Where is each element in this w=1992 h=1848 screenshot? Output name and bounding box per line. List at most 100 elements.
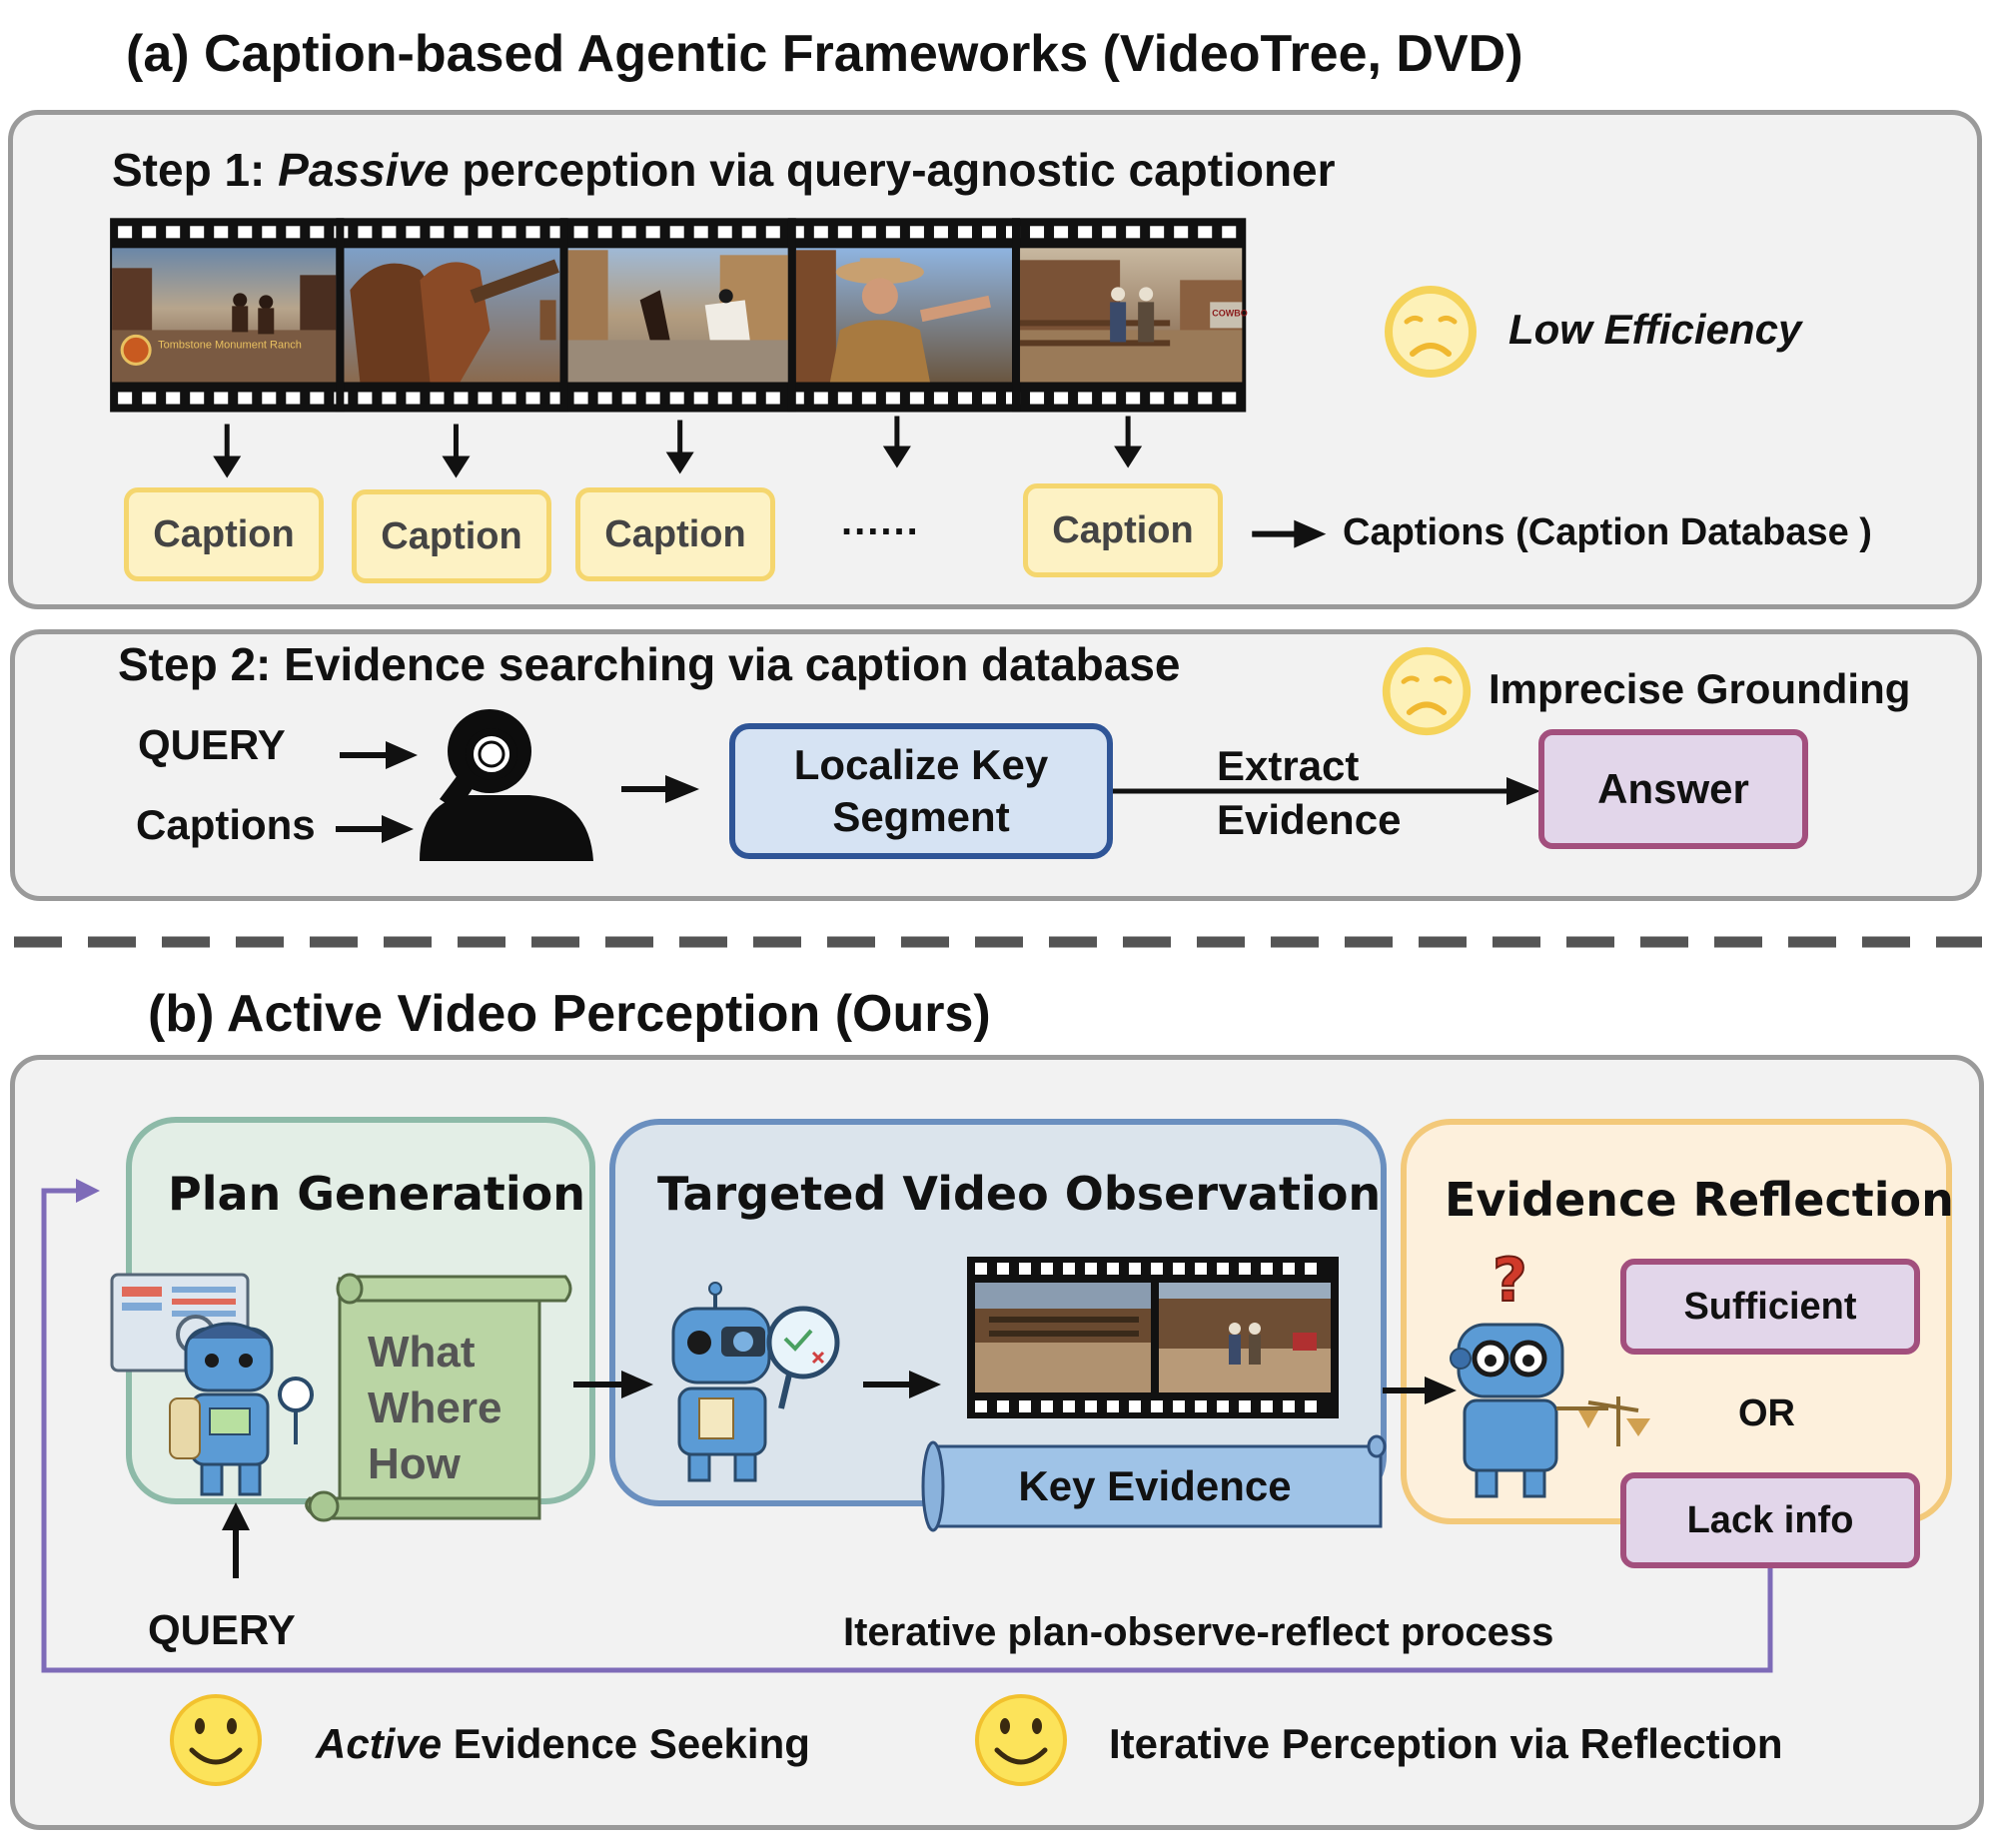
low-efficiency-label: Low Efficiency (1508, 306, 1802, 353)
part-a-title: (a) Caption-based Agentic Frameworks (Vi… (126, 25, 1523, 83)
film-sprockets (118, 226, 1237, 405)
film-sprocket-hole (837, 226, 852, 239)
film-sprocket-hole (1151, 1400, 1163, 1412)
film-sprocket-hole (1126, 392, 1141, 405)
film-sprocket-hole (1019, 1400, 1031, 1412)
film-sprocket-hole (1102, 392, 1117, 405)
film-sprocket-hole (454, 392, 469, 405)
film-sprocket-hole (1054, 392, 1069, 405)
film-sprocket-hole (430, 226, 445, 239)
frame-1: Tombstone Monument Ranch (112, 248, 337, 383)
step2-title: Step 2: Evidence searching via caption d… (118, 638, 1181, 690)
query-up-arrow (222, 1502, 250, 1578)
film-sprocket-hole (621, 392, 636, 405)
film-sprocket-hole (142, 226, 157, 239)
film-sprocket-hole (1198, 392, 1213, 405)
film-sprocket-hole (597, 392, 612, 405)
film-sprocket-hole (1261, 1263, 1273, 1275)
frame-5: COWBO (1020, 248, 1248, 383)
film-sprocket-hole (382, 392, 397, 405)
film-sprocket-hole (957, 226, 972, 239)
film-sprocket-hole (693, 226, 708, 239)
film-sprocket-hole (1054, 226, 1069, 239)
film-sprocket-hole (621, 226, 636, 239)
film-sprocket-hole (981, 226, 996, 239)
film-sprocket-hole (166, 392, 181, 405)
film-sprocket-hole (358, 392, 373, 405)
localize-line-2: Segment (832, 793, 1010, 840)
film-sprocket-hole (1239, 1400, 1251, 1412)
extract-line-1: Extract (1217, 742, 1360, 789)
benefit-1-italic: Active (316, 1720, 443, 1767)
film-sprocket-hole (1174, 392, 1189, 405)
film-sprocket-hole (262, 392, 277, 405)
film-sprocket-hole (1173, 1263, 1185, 1275)
film-sprocket-hole (1195, 1263, 1207, 1275)
key-evidence-label: Key Evidence (1018, 1462, 1292, 1509)
film-sprocket-hole (1019, 1263, 1031, 1275)
down-arrows (213, 416, 1143, 478)
database-arrow (1252, 519, 1327, 548)
film-sprocket-hole (1305, 1400, 1317, 1412)
film-sprocket-hole (454, 226, 469, 239)
film-sprocket-hole (1283, 1263, 1295, 1275)
key-evidence-scroll-icon (921, 1434, 1387, 1532)
benefit-active-seeking: Active Evidence Seeking (316, 1720, 810, 1768)
film-sprocket-hole (741, 392, 756, 405)
key-evidence-film-strip (967, 1257, 1339, 1418)
film-sprocket-hole (1198, 226, 1213, 239)
or-label: OR (1738, 1392, 1795, 1434)
plan-generation-title: Plan Generation (168, 1167, 586, 1221)
film-sprocket-hole (861, 392, 876, 405)
film-sprocket-hole (1261, 1400, 1273, 1412)
film-sprocket-hole (118, 226, 133, 239)
film-sprocket-hole (1129, 1400, 1141, 1412)
film-sprocket-hole (1102, 226, 1117, 239)
film-sprocket-hole (837, 392, 852, 405)
scroll-where: Where (368, 1384, 502, 1432)
film-sprocket-hole (717, 392, 732, 405)
step1-title: Step 1: Passive perception via query-agn… (112, 143, 1336, 197)
section-divider (14, 936, 1982, 948)
caption-ellipsis: ...... (841, 499, 920, 543)
film-sprocket-hole (238, 392, 253, 405)
film-sprocket-hole (975, 1263, 987, 1275)
film-sprocket-hole (1222, 392, 1237, 405)
film-sprocket-hole (1151, 1263, 1163, 1275)
film-sprocket-hole (669, 226, 684, 239)
frame-3 (567, 248, 788, 383)
film-sprocket-hole (501, 226, 516, 239)
film-sprocket-hole (238, 226, 253, 239)
film-sprocket-hole (1305, 1263, 1317, 1275)
film-sprocket-hole (909, 392, 924, 405)
film-sprocket-hole (501, 392, 516, 405)
film-sprocket-hole (1078, 392, 1093, 405)
loop-arrow (41, 1188, 1773, 1673)
film-sprocket-hole (1085, 1263, 1097, 1275)
step2-query-input: QUERY (138, 721, 286, 768)
film-sprocket-hole (190, 392, 205, 405)
benefit-2-rest: Iterative Perception via Reflection (1109, 1720, 1783, 1767)
film-sprocket-hole (1173, 1400, 1185, 1412)
film-sprocket-hole (1085, 1400, 1097, 1412)
film-sprocket-hole (1129, 1263, 1141, 1275)
caption-label: Caption (604, 512, 746, 555)
svg-text:?: ? (1493, 1246, 1527, 1316)
film-sprocket-hole (885, 226, 900, 239)
benefit-iterative-reflection: Iterative Perception via Reflection (1109, 1720, 1783, 1768)
step2-captions-input: Captions (136, 801, 316, 848)
film-sprocket-hole (597, 226, 612, 239)
film-sprocket-hole (1107, 1400, 1119, 1412)
film-sprocket-hole (1195, 1400, 1207, 1412)
film-sprocket-hole (1150, 392, 1165, 405)
film-sprocket-hole (813, 226, 828, 239)
frame-4 (795, 248, 1013, 383)
localize-line-1: Localize Key (793, 741, 1049, 788)
film-sprocket-hole (1063, 1263, 1075, 1275)
film-sprocket-hole (885, 392, 900, 405)
film-sprocket-hole (478, 226, 493, 239)
film-sprocket-hole (741, 226, 756, 239)
